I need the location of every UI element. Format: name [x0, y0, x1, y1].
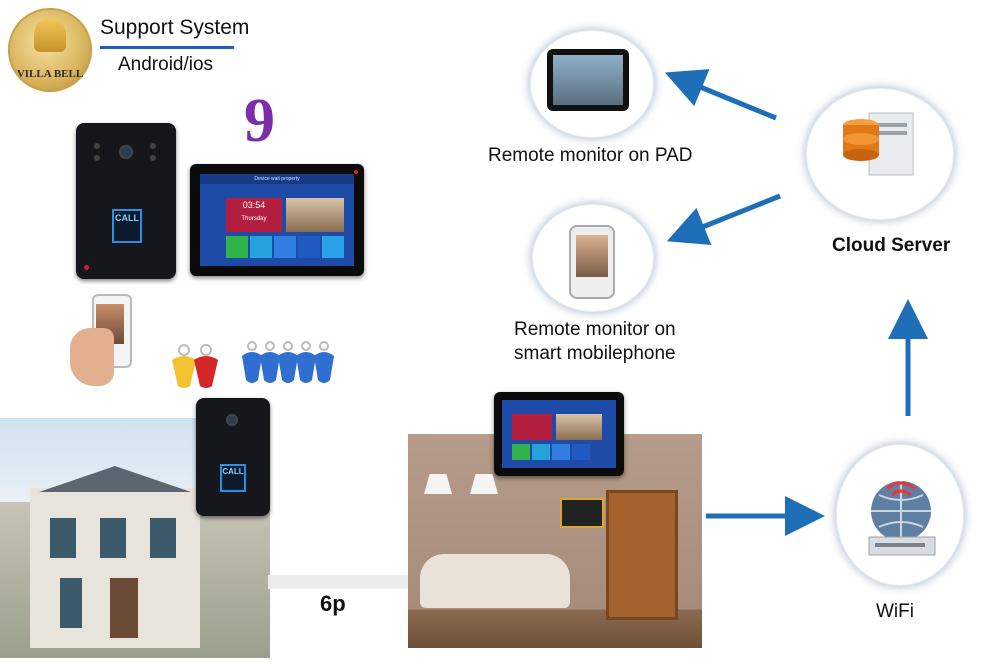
cloud-label: Cloud Server	[832, 235, 951, 256]
rfid-tags-yellow-red	[172, 344, 218, 388]
lamp-right	[470, 474, 498, 494]
doorbell-unit: CALL	[76, 123, 176, 279]
wall-monitor	[560, 498, 604, 528]
app-tile-navy	[298, 236, 320, 258]
app-tile-cyan	[250, 236, 272, 258]
app-tile-blue	[274, 236, 296, 258]
smartphone-icon	[569, 225, 615, 299]
wifi-circle	[836, 444, 964, 586]
tablet-icon	[547, 49, 629, 111]
router-icon	[868, 481, 936, 556]
phone-label-line1: Remote monitor on	[514, 319, 676, 340]
room-monitor	[494, 392, 624, 476]
cable	[268, 575, 410, 589]
door	[606, 490, 678, 620]
room-photo-tile	[286, 198, 344, 232]
installed-doorbell: CALL	[196, 398, 270, 516]
pad-label: Remote monitor on PAD	[488, 145, 693, 166]
title-underline	[100, 46, 234, 49]
monitor-screen-title: Device wait property	[200, 174, 354, 184]
camera-lens-icon	[119, 145, 133, 159]
pad-circle	[530, 30, 654, 138]
installed-call-button: CALL	[220, 464, 246, 492]
server-icon	[843, 112, 914, 176]
call-button: CALL	[112, 209, 142, 243]
app-tile-green	[226, 236, 248, 258]
phone-label-line2: smart mobilephone	[514, 343, 676, 364]
wifi-label: WiFi	[876, 601, 914, 622]
sofa	[420, 554, 570, 608]
logo-text: VILLA BELL	[16, 68, 84, 80]
villa-bell-logo: VILLA BELL	[8, 8, 92, 92]
app-tile-sky	[322, 236, 344, 258]
screen-size-badge: 9	[244, 87, 275, 155]
lamp-left	[424, 474, 452, 494]
cloud-circle	[806, 88, 954, 220]
cable-label: 6p	[320, 591, 346, 616]
rfid-tags-blue	[242, 341, 334, 383]
hand-phone-image	[70, 292, 134, 390]
support-system-title: Support System	[100, 16, 250, 39]
phone-label: Remote monitor on smart mobilephone	[514, 318, 676, 366]
arrow-cloud-to-pad	[664, 69, 777, 121]
bell-icon	[34, 18, 66, 52]
phone-circle	[532, 204, 654, 312]
arrow-cloud-to-phone	[666, 193, 781, 245]
platform-subtitle: Android/ios	[118, 54, 214, 75]
camera-lens-icon	[226, 414, 238, 426]
